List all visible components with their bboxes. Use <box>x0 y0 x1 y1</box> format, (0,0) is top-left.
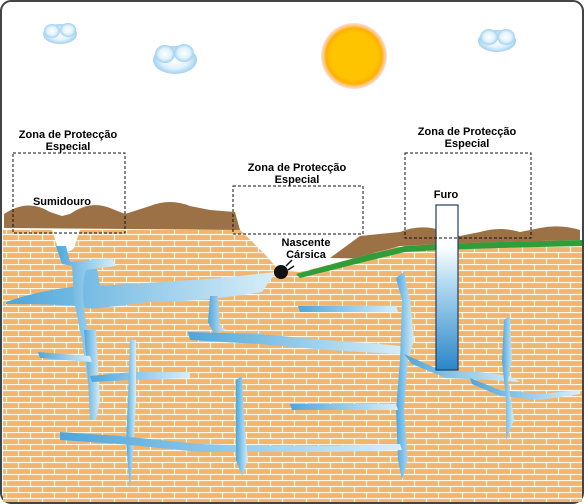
borehole-label: Furo <box>433 189 459 201</box>
zone-label-center-line2: Especial <box>274 174 320 186</box>
protection-zone-spring <box>232 185 364 235</box>
zone-label-right-line1: Zona de Protecção <box>417 126 517 138</box>
sinkhole-label: Sumidouro <box>32 196 92 208</box>
spring-flow-marks <box>285 259 295 271</box>
cloud-left <box>43 23 77 44</box>
hill-left <box>4 202 240 230</box>
spring-label-line2: Cársica <box>286 249 326 261</box>
karst-conduits <box>6 246 580 490</box>
zone-label-left-line1: Zona de Protecção <box>18 129 118 141</box>
zone-label-center: Zona de Protecção Especial <box>232 162 362 186</box>
sun-icon <box>321 23 387 89</box>
protection-zone-sinkhole <box>12 152 126 234</box>
spring-label: Nascente Cársica <box>276 237 336 261</box>
zone-label-left: Zona de Protecção Especial <box>12 129 124 153</box>
cloud-middle <box>153 44 197 74</box>
spring-label-line1: Nascente <box>281 237 331 249</box>
spring-icon <box>274 265 288 279</box>
cloud-right <box>478 29 516 52</box>
protection-zone-borehole <box>404 152 532 239</box>
zone-label-left-line2: Especial <box>45 141 91 153</box>
zone-label-right: Zona de Protecção Especial <box>404 126 530 150</box>
zone-label-right-line2: Especial <box>444 138 490 150</box>
borehole <box>435 204 459 371</box>
zone-label-center-line1: Zona de Protecção <box>247 162 347 174</box>
